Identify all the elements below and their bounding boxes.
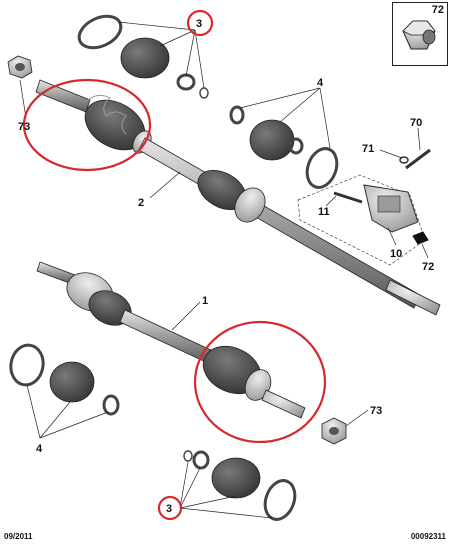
inset-nut-icon bbox=[402, 20, 436, 50]
callout-1: 1 bbox=[202, 295, 208, 307]
footer-date: 09/2011 bbox=[4, 532, 33, 541]
callout-72-bracket: 72 bbox=[422, 261, 434, 273]
callout-3-bottom: 3 bbox=[166, 503, 172, 515]
callout-labels: 3 3 4 4 2 1 73 73 10 11 71 70 72 bbox=[18, 18, 434, 515]
inset-detail-box: 72 bbox=[392, 2, 448, 66]
callout-4-left: 4 bbox=[36, 443, 43, 455]
drive-shaft-bottom bbox=[36, 261, 306, 419]
bearing-bracket-assembly bbox=[297, 148, 431, 266]
hub-nut-top bbox=[7, 55, 33, 79]
boot-kit-left bbox=[9, 343, 120, 416]
inset-callout-72: 72 bbox=[431, 4, 444, 16]
callout-11: 11 bbox=[318, 206, 330, 218]
callout-70: 70 bbox=[410, 117, 422, 129]
callout-2: 2 bbox=[138, 197, 144, 209]
callout-71: 71 bbox=[362, 143, 374, 155]
leader-lines bbox=[19, 21, 429, 519]
boot-kit-bottom bbox=[183, 450, 297, 521]
boot-kit-right bbox=[229, 105, 339, 189]
highlight-callout-bottom bbox=[157, 495, 183, 521]
callout-73-top: 73 bbox=[18, 121, 30, 133]
highlight-right-joint bbox=[193, 320, 327, 444]
callout-4-right: 4 bbox=[317, 77, 324, 89]
highlight-callout-top bbox=[186, 9, 214, 37]
callout-10: 10 bbox=[390, 248, 402, 260]
highlight-circles bbox=[22, 9, 327, 521]
highlight-left-joint bbox=[22, 78, 152, 172]
footer-diagram-id: 00092311 bbox=[410, 532, 446, 541]
callout-73-bottom: 73 bbox=[370, 405, 382, 417]
callout-3-top: 3 bbox=[196, 18, 202, 30]
hub-nut-bottom bbox=[321, 417, 347, 445]
drive-shaft-top bbox=[35, 79, 441, 316]
boot-kit-top bbox=[77, 14, 209, 99]
